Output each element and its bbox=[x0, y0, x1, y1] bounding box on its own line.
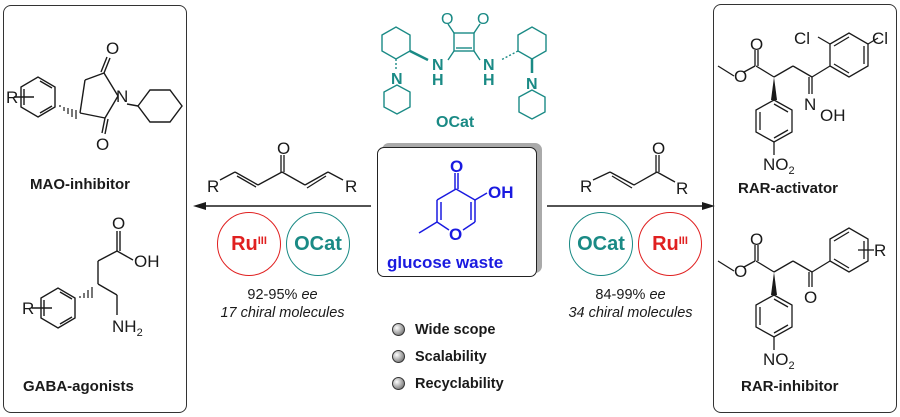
atom-h: H bbox=[432, 72, 444, 89]
ocat-catalyst-circle: OCat bbox=[286, 212, 350, 276]
atom-h: H bbox=[483, 72, 495, 89]
rar-inhibitor-structure: O O O R NO2 bbox=[717, 227, 886, 372]
glucose-waste-box bbox=[377, 147, 537, 277]
atom-o: O bbox=[112, 214, 125, 233]
atom-o: O bbox=[734, 67, 747, 86]
atom-n: N bbox=[804, 95, 816, 114]
atom-cl: Cl bbox=[872, 29, 888, 48]
r-group-label: R bbox=[22, 299, 34, 318]
left-products-panel bbox=[3, 5, 187, 413]
maltol-structure: O OH O bbox=[418, 157, 514, 244]
rar-activator-label: RAR-activator bbox=[738, 180, 839, 197]
right-reaction-arrow bbox=[547, 202, 715, 210]
r-group-label: R bbox=[6, 88, 18, 107]
gaba-agonist-structure: R O OH NH2 bbox=[22, 214, 160, 339]
r-group-label: R bbox=[580, 177, 592, 196]
atom-oh: OH bbox=[488, 183, 514, 202]
atom-o: O bbox=[96, 135, 109, 154]
atom-o: O bbox=[804, 288, 817, 307]
left-reaction-arrow bbox=[193, 202, 371, 210]
r-group-label: R bbox=[345, 177, 357, 196]
atom-o: O bbox=[277, 139, 290, 158]
enone-substrate-structure: R O R bbox=[580, 139, 688, 198]
mao-inhibitor-structure: R O N O bbox=[6, 39, 183, 154]
ocat-catalyst-circle: OCat bbox=[569, 212, 633, 276]
atom-o: O bbox=[734, 262, 747, 281]
atom-o: O bbox=[106, 39, 119, 58]
bullet-sphere-icon bbox=[392, 377, 405, 390]
left-reaction-conditions: 92-95% ee 17 chiral molecules bbox=[220, 287, 345, 321]
atom-o: O bbox=[750, 35, 763, 54]
atom-o: O bbox=[450, 157, 463, 176]
bullet-sphere-icon bbox=[392, 350, 405, 363]
r-group-label: R bbox=[676, 179, 688, 198]
r-group-label: R bbox=[207, 177, 219, 196]
atom-o: O bbox=[750, 230, 763, 249]
feature-list: Wide scope Scalability Recyclability bbox=[392, 316, 504, 397]
atom-n: N bbox=[391, 71, 403, 88]
glucose-waste-label: glucose waste bbox=[387, 253, 504, 272]
atom-oh: OH bbox=[134, 252, 160, 271]
feature-item: Recyclability bbox=[392, 370, 504, 397]
rar-activator-structure: O O Cl Cl N OH NO2 bbox=[717, 29, 888, 177]
atom-o: O bbox=[477, 11, 489, 28]
feature-item: Scalability bbox=[392, 343, 504, 370]
atom-o: O bbox=[652, 139, 665, 158]
atom-oh: OH bbox=[820, 106, 846, 125]
atom-no2: NO2 bbox=[763, 155, 795, 177]
atom-nh2: NH2 bbox=[112, 317, 143, 339]
feature-item: Wide scope bbox=[392, 316, 504, 343]
atom-o: O bbox=[449, 225, 462, 244]
bullet-sphere-icon bbox=[392, 323, 405, 336]
atom-o: O bbox=[441, 11, 453, 28]
atom-cl: Cl bbox=[794, 29, 810, 48]
mao-inhibitor-label: MAO-inhibitor bbox=[30, 176, 130, 193]
mao-benzene-ring bbox=[20, 76, 56, 118]
atom-n: N bbox=[526, 76, 538, 93]
atom-no2: NO2 bbox=[763, 350, 795, 372]
right-reaction-conditions: 84-99% ee 34 chiral molecules bbox=[568, 287, 693, 321]
atom-n: N bbox=[116, 87, 128, 106]
rar-inhibitor-label: RAR-inhibitor bbox=[741, 378, 839, 395]
ocat-label: OCat bbox=[436, 114, 475, 131]
ocat-catalyst-structure: O O N H N H N N bbox=[381, 11, 547, 120]
right-products-panel bbox=[713, 4, 897, 413]
atom-n: N bbox=[432, 57, 444, 74]
atom-n: N bbox=[483, 57, 495, 74]
gaba-agonists-label: GABA-agonists bbox=[23, 378, 134, 395]
dienone-substrate-structure: R O R bbox=[207, 139, 357, 196]
r-group-label: R bbox=[874, 241, 886, 260]
